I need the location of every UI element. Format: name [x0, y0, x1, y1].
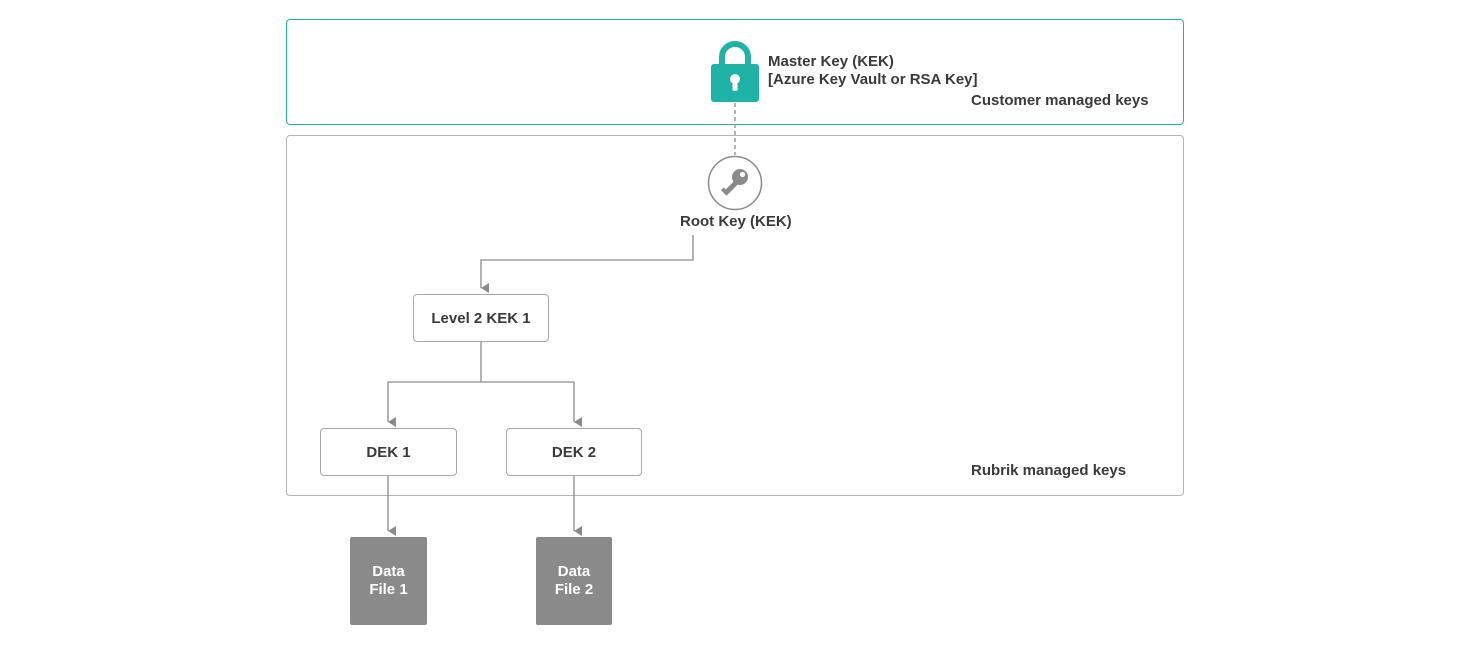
- level2-kek-label: Level 2 KEK 1: [431, 309, 531, 327]
- connector-root-to-level2: [480, 235, 694, 293]
- data-file-2-line2: File 2: [554, 581, 594, 598]
- master-key-line2: [Azure Key Vault or RSA Key]: [768, 71, 978, 88]
- level2-kek-node: Level 2 KEK 1: [413, 294, 549, 342]
- dek2-label: DEK 2: [551, 443, 597, 461]
- key-icon: [707, 155, 763, 211]
- rubrik-managed-region: [286, 135, 1184, 496]
- data-file-2-line1: Data: [557, 563, 591, 580]
- dek1-node: DEK 1: [320, 428, 457, 476]
- data-file-1: Data File 1: [350, 537, 427, 625]
- dek2-node: DEK 2: [506, 428, 642, 476]
- data-file-1-line2: File 1: [369, 581, 408, 598]
- customer-managed-keys-label: Customer managed keys: [971, 92, 1149, 109]
- master-key-line1: Master Key (KEK): [768, 53, 894, 70]
- master-key-title: Master Key (KEK) [Azure Key Vault or RSA…: [768, 53, 978, 89]
- lock-icon: [711, 41, 759, 102]
- dek1-label: DEK 1: [366, 443, 411, 461]
- data-file-1-line1: Data: [372, 563, 405, 580]
- rubrik-managed-keys-label: Rubrik managed keys: [971, 462, 1127, 479]
- root-key-label: Root Key (KEK): [680, 213, 792, 230]
- data-file-2: Data File 2: [536, 537, 612, 625]
